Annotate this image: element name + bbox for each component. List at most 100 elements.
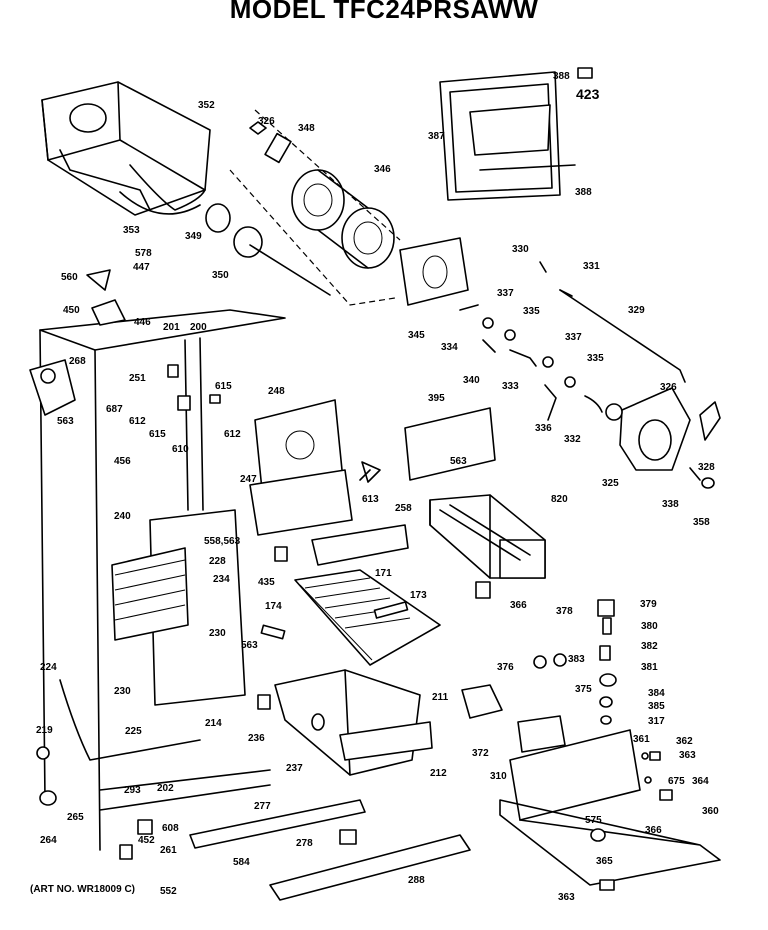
shield-395 bbox=[404, 407, 496, 481]
label-335b: 335 bbox=[587, 353, 604, 364]
label-251: 251 bbox=[129, 373, 146, 384]
label-395: 395 bbox=[428, 393, 445, 404]
label-360: 360 bbox=[702, 806, 719, 817]
label-214: 214 bbox=[205, 718, 222, 729]
ice-bin-211 bbox=[274, 669, 433, 776]
label-326b: 326 bbox=[660, 382, 677, 393]
label-584: 584 bbox=[233, 857, 250, 868]
duct-258 bbox=[311, 524, 409, 566]
label-366b: 366 bbox=[645, 825, 662, 836]
label-563b: 563 bbox=[450, 456, 467, 467]
label-352: 352 bbox=[198, 100, 215, 111]
label-171: 171 bbox=[375, 568, 392, 579]
label-288: 288 bbox=[408, 875, 425, 886]
fan-blade-613 bbox=[359, 461, 381, 483]
label-348: 348 bbox=[298, 123, 315, 134]
label-361: 361 bbox=[633, 734, 650, 745]
label-230: 230 bbox=[209, 628, 226, 639]
label-212: 212 bbox=[430, 768, 447, 779]
label-310: 310 bbox=[490, 771, 507, 782]
dashed-guide-2 bbox=[254, 109, 401, 241]
ice-maker-820 bbox=[429, 494, 546, 579]
label-337b: 337 bbox=[565, 332, 582, 343]
cabinet-frame-456 bbox=[39, 309, 286, 851]
label-247: 247 bbox=[240, 474, 257, 485]
label-278: 278 bbox=[296, 838, 313, 849]
label-363: 363 bbox=[558, 892, 575, 903]
label-388b: 388 bbox=[575, 187, 592, 198]
label-380: 380 bbox=[641, 621, 658, 632]
label-346: 346 bbox=[374, 164, 391, 175]
wire-353 bbox=[119, 191, 201, 215]
part-labels: 352 326 348 346 387 388 423 388 353 349 … bbox=[36, 71, 719, 903]
rod-329 bbox=[559, 289, 686, 383]
art-number: (ART NO. WR18009 C) bbox=[30, 884, 136, 895]
ice-basket-171 bbox=[294, 569, 441, 666]
label-225: 225 bbox=[125, 726, 142, 737]
label-265: 265 bbox=[67, 812, 84, 823]
label-615: 615 bbox=[215, 381, 232, 392]
label-379: 379 bbox=[640, 599, 657, 610]
label-277: 277 bbox=[254, 801, 271, 812]
label-560: 560 bbox=[61, 272, 78, 283]
label-333: 333 bbox=[502, 381, 519, 392]
label-240: 240 bbox=[114, 511, 131, 522]
label-563c: 563 bbox=[241, 640, 258, 651]
label-258: 258 bbox=[395, 503, 412, 514]
label-563: 563 bbox=[57, 416, 74, 427]
label-230b: 230 bbox=[114, 686, 131, 697]
evaporator-cover-234 bbox=[111, 509, 246, 706]
label-268: 268 bbox=[69, 356, 86, 367]
label-317: 317 bbox=[648, 716, 665, 727]
label-381: 381 bbox=[641, 662, 658, 673]
label-334: 334 bbox=[441, 342, 458, 353]
label-228: 228 bbox=[209, 556, 226, 567]
label-329: 329 bbox=[628, 305, 645, 316]
misc-parts bbox=[29, 269, 673, 891]
label-261: 261 bbox=[160, 845, 177, 856]
label-452: 452 bbox=[138, 835, 155, 846]
label-353: 353 bbox=[123, 225, 140, 236]
label-388: 388 bbox=[553, 71, 570, 82]
label-328: 328 bbox=[698, 462, 715, 473]
label-385: 385 bbox=[648, 701, 665, 712]
label-224: 224 bbox=[40, 662, 57, 673]
control-box-360 bbox=[499, 729, 721, 886]
label-447: 447 bbox=[133, 262, 150, 273]
page-title: MODEL TFC24PRSAWW bbox=[229, 0, 539, 24]
label-578: 578 bbox=[135, 248, 152, 259]
label-456: 456 bbox=[114, 456, 131, 467]
label-330: 330 bbox=[512, 244, 529, 255]
label-332: 332 bbox=[564, 434, 581, 445]
label-435: 435 bbox=[258, 577, 275, 588]
label-364: 364 bbox=[692, 776, 709, 787]
label-362: 362 bbox=[676, 736, 693, 747]
label-340: 340 bbox=[463, 375, 480, 386]
label-613: 613 bbox=[362, 494, 379, 505]
label-337: 337 bbox=[497, 288, 514, 299]
label-610: 610 bbox=[172, 444, 189, 455]
label-375: 375 bbox=[575, 684, 592, 695]
label-612: 612 bbox=[129, 416, 146, 427]
mounting-plate-345 bbox=[399, 237, 469, 306]
label-423: 423 bbox=[576, 86, 600, 102]
label-376: 376 bbox=[497, 662, 514, 673]
small-parts-378-385 bbox=[533, 599, 617, 725]
ice-bucket-352 bbox=[41, 81, 211, 216]
valve-310 bbox=[517, 715, 566, 753]
motor-325 bbox=[605, 387, 721, 489]
label-365: 365 bbox=[596, 856, 613, 867]
label-264: 264 bbox=[40, 835, 57, 846]
label-563d: 363 bbox=[679, 750, 696, 761]
label-219: 219 bbox=[36, 725, 53, 736]
label-331: 331 bbox=[583, 261, 600, 272]
label-384: 384 bbox=[648, 688, 665, 699]
label-387: 387 bbox=[428, 131, 445, 142]
label-325: 325 bbox=[602, 478, 619, 489]
label-211: 211 bbox=[432, 692, 449, 703]
label-173: 173 bbox=[410, 590, 427, 601]
label-236: 236 bbox=[248, 733, 265, 744]
cover-372 bbox=[461, 684, 503, 719]
label-248: 248 bbox=[268, 386, 285, 397]
